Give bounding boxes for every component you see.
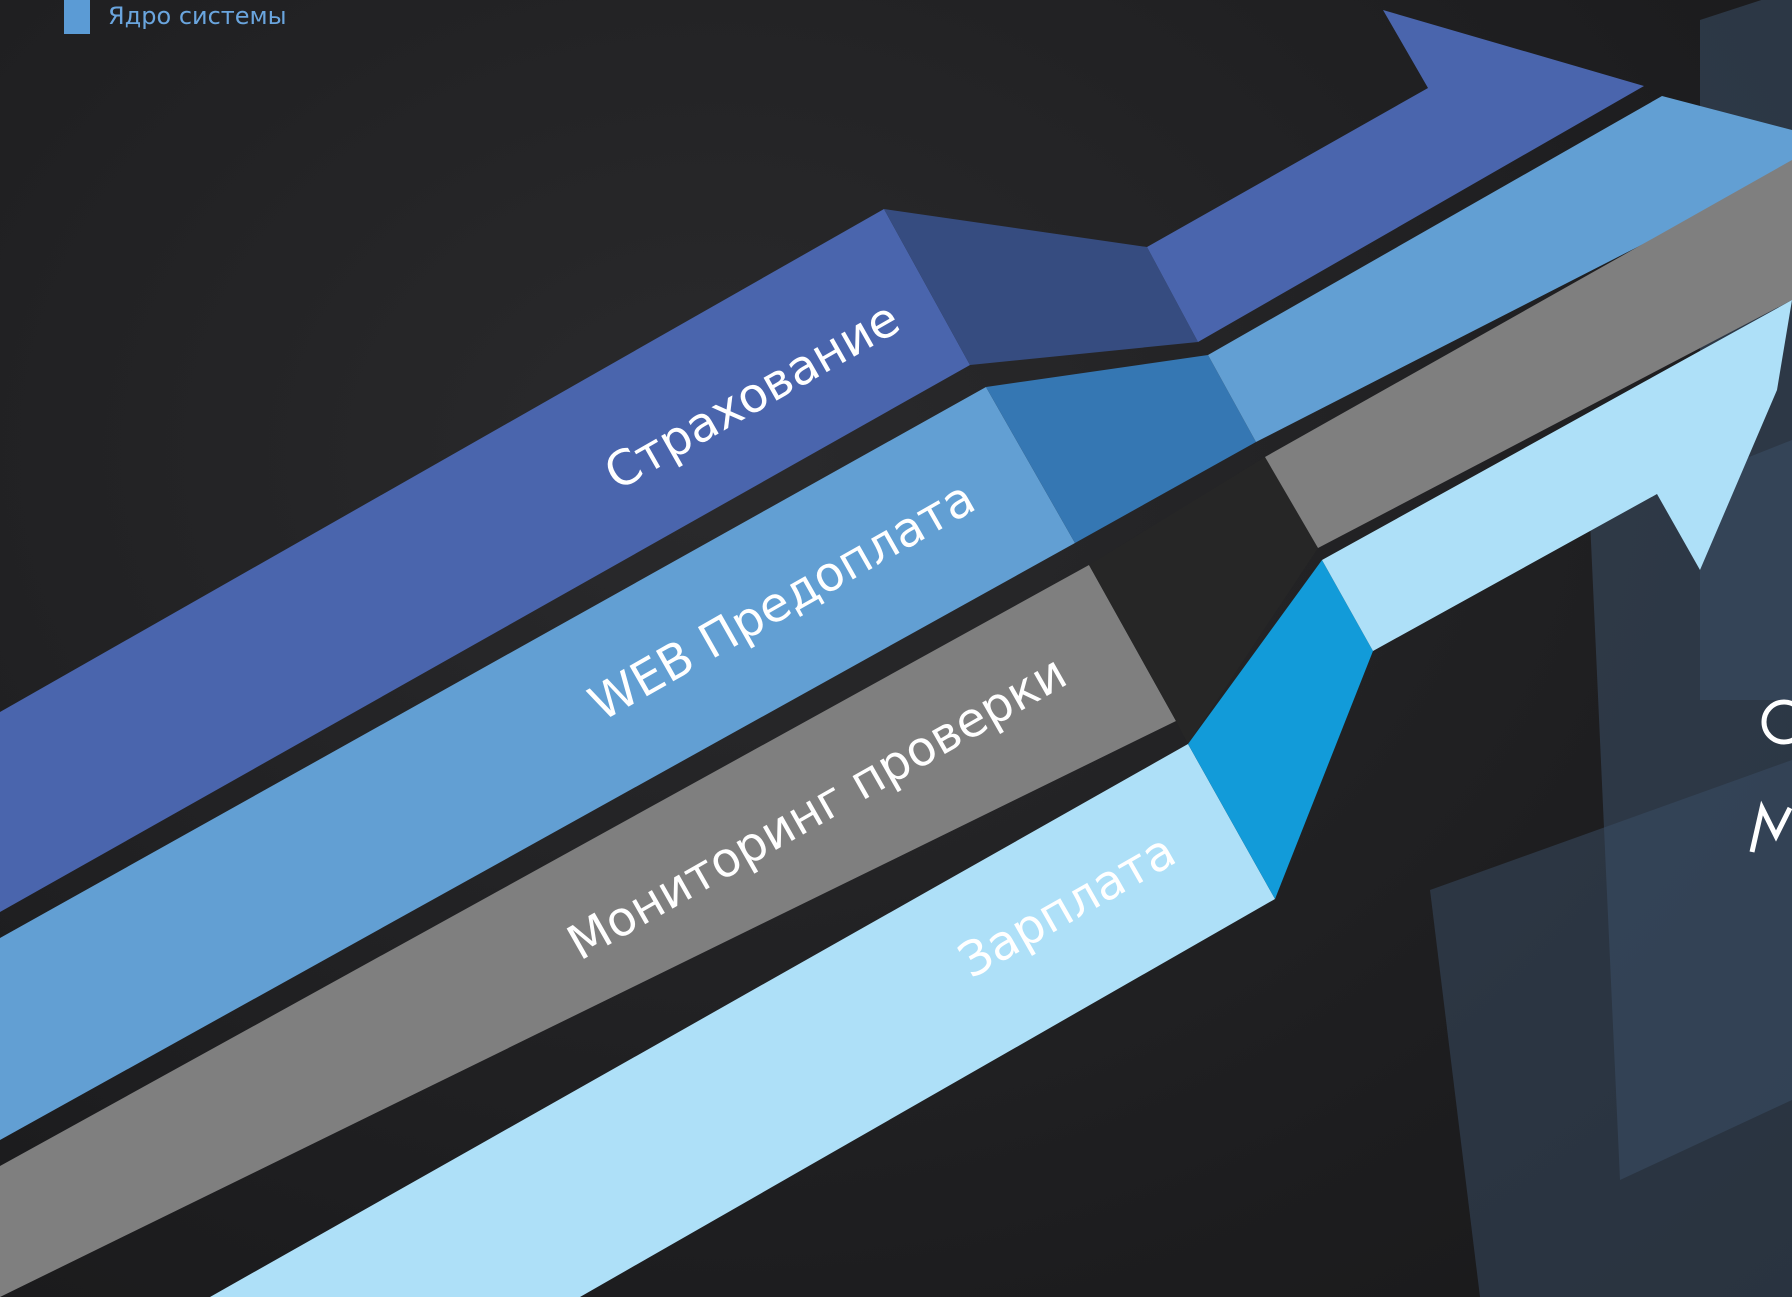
- background-panel-bottom: [1430, 760, 1792, 1297]
- band-web-prepay-tail: [1208, 96, 1792, 442]
- right-panel-glyph-1: [1761, 699, 1792, 745]
- band-insurance-tail: [1147, 10, 1644, 342]
- band-insurance-body: [0, 209, 970, 912]
- right-panel-text: [1749, 699, 1792, 853]
- band-salary-body: [210, 744, 1275, 1297]
- band-salary: Зарплата: [210, 300, 1792, 1297]
- band-salary-tail: [1322, 300, 1792, 651]
- legend: Ядро системы: [64, 0, 287, 34]
- band-insurance-fold: [884, 209, 1198, 365]
- band-web-prepay: WEB Предоплата: [0, 96, 1792, 1140]
- band-web-prepay-body: [0, 387, 1075, 1140]
- band-monitoring-fold: [1089, 457, 1318, 744]
- band-monitoring-body: [0, 565, 1176, 1297]
- legend-label: Ядро системы: [108, 2, 287, 30]
- band-insurance: Страхование: [0, 10, 1644, 912]
- band-monitoring-tail: [1265, 160, 1792, 548]
- right-panel-glyph-2: [1749, 800, 1792, 853]
- legend-swatch: [64, 0, 90, 34]
- background-panels: [1430, 0, 1792, 1297]
- band-web-prepay-fold: [986, 355, 1256, 543]
- band-salary-fold: [1188, 560, 1373, 899]
